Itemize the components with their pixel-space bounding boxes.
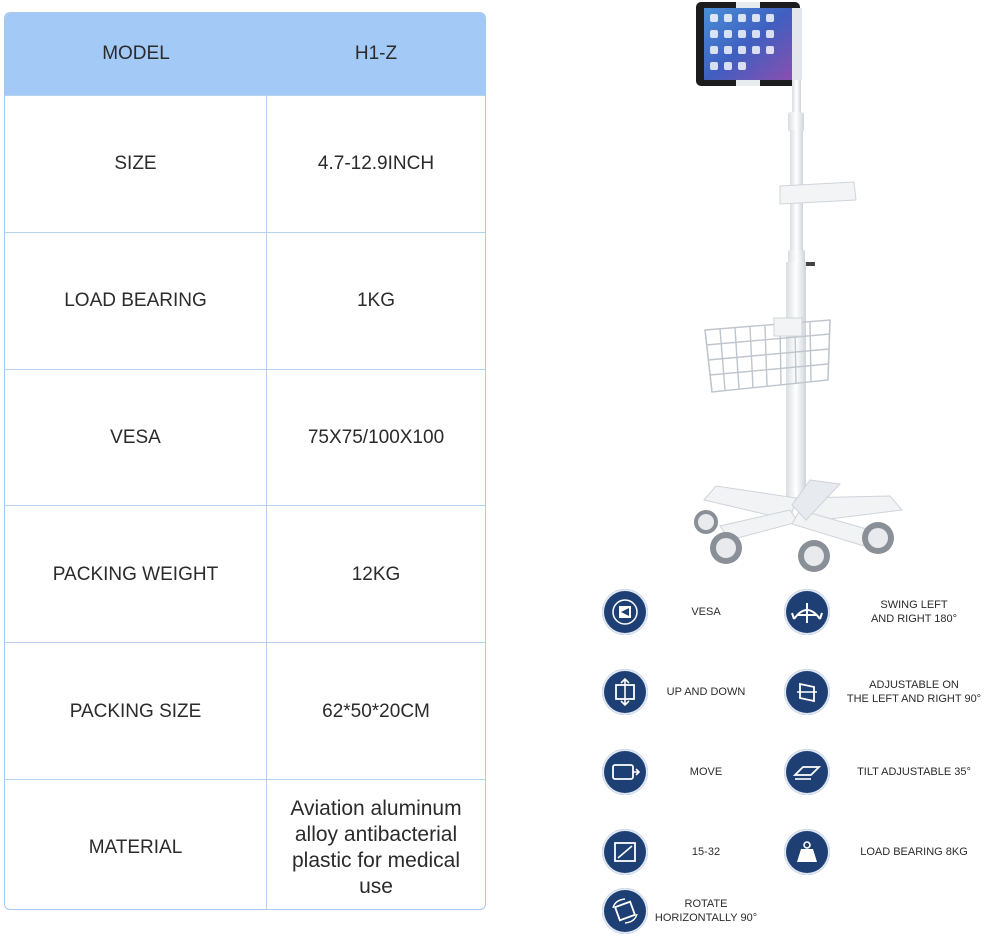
feature-screen-size: 15-32 (602, 829, 764, 875)
feature-load-bearing: LOAD BEARING 8KG (784, 829, 986, 875)
feature-rotate: ROTATE HORIZONTALLY 90° (602, 888, 764, 934)
feature-label: TILT ADJUSTABLE 35° (857, 766, 971, 778)
spec-table: MODEL H1-Z SIZE 4.7-12.9INCH LOAD BEARIN… (4, 12, 486, 910)
spec-value: 62*50*20CM (322, 700, 430, 722)
feature-swing: SWING LEFT AND RIGHT 180° (784, 589, 986, 635)
feature-vesa: VESA (602, 589, 764, 635)
feature-label: 15-32 (691, 846, 721, 858)
wire-basket (704, 319, 831, 393)
move-icon (602, 749, 648, 795)
spec-row-size: SIZE 4.7-12.9INCH (5, 95, 485, 232)
feature-label: THE LEFT AND RIGHT 90° (846, 693, 982, 705)
tablet (696, 2, 802, 86)
feature-label: ADJUSTABLE ON (869, 679, 959, 691)
spec-value: 12KG (351, 563, 401, 585)
header-value: H1-Z (354, 43, 398, 64)
material-line: alloy antibacterial (294, 822, 458, 846)
spec-row-vesa: VESA 75X75/100X100 (5, 368, 485, 506)
feature-label: ROTATE (684, 898, 728, 910)
spec-value: Aviation aluminum alloy antibacterial pl… (267, 780, 485, 909)
feature-tilt: TILT ADJUSTABLE 35° (784, 749, 986, 795)
feature-label: AND RIGHT 180° (870, 613, 958, 625)
vesa-icon (602, 589, 648, 635)
spec-value: 75X75/100X100 (307, 426, 445, 448)
feature-move: MOVE (602, 749, 764, 795)
spec-row-packing-weight: PACKING WEIGHT 12KG (5, 505, 485, 643)
feature-label: UP AND DOWN (666, 686, 746, 698)
spec-value: 1KG (356, 290, 396, 312)
spec-row-material: MATERIAL Aviation aluminum alloy antibac… (5, 778, 485, 909)
feature-label: MOVE (689, 766, 723, 778)
spec-label: MATERIAL (5, 779, 267, 909)
feature-label: LOAD BEARING 8KG (860, 846, 968, 858)
spec-table-header: MODEL H1-Z (5, 13, 485, 95)
spec-label: VESA (5, 369, 267, 506)
swing-icon (784, 589, 830, 635)
weight-icon (784, 829, 830, 875)
spec-row-load-bearing: LOAD BEARING 1KG (5, 231, 485, 369)
feature-up-down: UP AND DOWN (602, 669, 764, 715)
feature-adjustable-lr: ADJUSTABLE ON THE LEFT AND RIGHT 90° (784, 669, 986, 715)
spec-label: LOAD BEARING (5, 232, 267, 369)
header-label: MODEL (102, 43, 170, 64)
spec-label: SIZE (5, 96, 267, 232)
spec-value: 4.7-12.9INCH (317, 153, 435, 175)
rotate-lr-icon (784, 669, 830, 715)
feature-label: VESA (691, 606, 721, 618)
up-down-icon (602, 669, 648, 715)
caster-wheels (694, 510, 894, 572)
material-line: plastic for medical use (291, 848, 461, 898)
feature-label: SWING LEFT (880, 599, 948, 611)
material-line: Aviation aluminum (290, 796, 462, 820)
screen-size-icon (602, 829, 648, 875)
spec-label: PACKING SIZE (5, 643, 267, 779)
tilt-icon (784, 749, 830, 795)
rotate-horizontal-icon (602, 888, 648, 934)
spec-label: PACKING WEIGHT (5, 506, 267, 643)
tablet-stand-illustration (694, 2, 903, 572)
feature-label: HORIZONTALLY 90° (654, 912, 758, 924)
spec-row-packing-size: PACKING SIZE 62*50*20CM (5, 642, 485, 779)
